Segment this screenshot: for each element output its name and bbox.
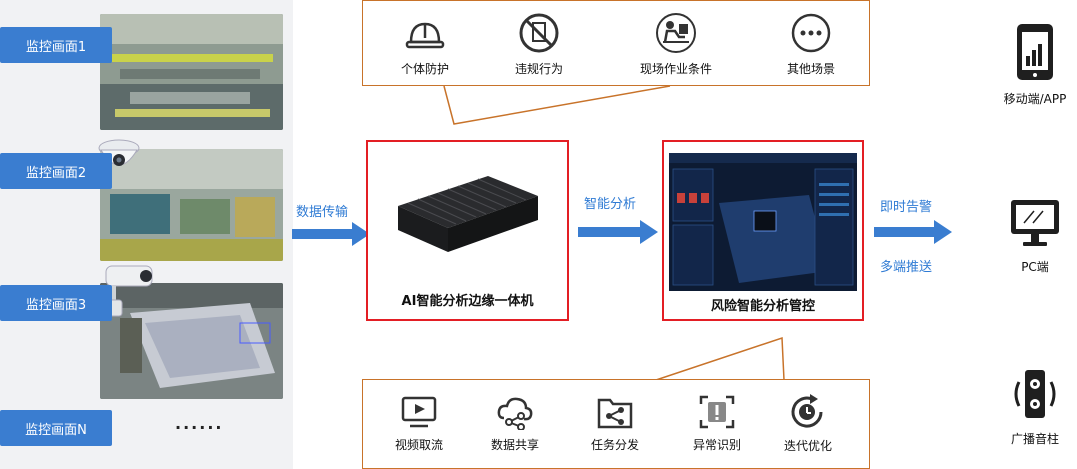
edge-device-box[interactable]: AI智能分析边缘一体机	[366, 140, 569, 321]
function-item-data-share[interactable]: 数据共享	[474, 394, 556, 453]
video-stream-icon	[401, 396, 437, 428]
speaker-icon	[1014, 370, 1056, 418]
data-transfer-arrow	[292, 222, 372, 246]
function-label-iterate: 迭代优化	[783, 439, 832, 453]
edge-device-title: AI智能分析边缘一体机	[401, 294, 534, 309]
factory-scene-image-1	[100, 14, 283, 130]
camera-feed-2[interactable]	[100, 149, 283, 261]
scenario-label-site-conditions: 现场作业条件	[639, 62, 712, 76]
cloud-share-icon	[497, 397, 533, 430]
monitor-icon	[1011, 200, 1059, 246]
device-mobile[interactable]: 移动端/APP	[985, 22, 1077, 107]
function-box	[362, 379, 870, 469]
scenario-label-ppe: 个体防护	[400, 62, 449, 76]
scenario-item-ppe[interactable]: 个体防护	[384, 14, 466, 77]
function-item-task-dispatch[interactable]: 任务分发	[574, 394, 656, 453]
function-item-iterate[interactable]: 迭代优化	[767, 393, 849, 454]
camera-label-3[interactable]: 监控画面3	[0, 285, 112, 321]
more-icon	[791, 13, 831, 53]
factory-scene-image-3	[100, 283, 283, 399]
hard-hat-icon	[405, 22, 445, 49]
risk-analysis-box[interactable]: 风险智能分析管控	[662, 140, 864, 321]
task-share-icon	[597, 398, 633, 429]
scenario-callout-pointer	[443, 85, 671, 125]
function-label-data-share: 数据共享	[490, 438, 539, 452]
dashboard-screenshot-image	[669, 153, 857, 291]
function-item-video-stream[interactable]: 视频取流	[378, 394, 460, 453]
scenario-item-other[interactable]: 其他场景	[770, 12, 852, 77]
scenario-item-site-conditions[interactable]: 现场作业条件	[626, 12, 726, 77]
camera-label-2[interactable]: 监控画面2	[0, 153, 112, 189]
scenario-label-violation: 违规行为	[514, 62, 563, 76]
mobile-icon	[1017, 24, 1053, 80]
multi-push-label: 多端推送	[880, 260, 933, 275]
function-label-anomaly-detect: 异常识别	[692, 438, 741, 452]
device-pc[interactable]: PC端	[985, 196, 1077, 275]
function-callout-pointer	[655, 336, 785, 381]
function-item-anomaly-detect[interactable]: 异常识别	[676, 394, 758, 453]
camera-feed-1[interactable]	[100, 14, 283, 130]
alert-push-arrow	[874, 220, 954, 244]
function-label-video-stream: 视频取流	[394, 438, 443, 452]
device-speaker[interactable]: 广播音柱	[985, 366, 1077, 447]
device-mobile-label: 移动端/APP	[1003, 92, 1067, 106]
edge-device-image	[398, 176, 538, 252]
factory-scene-image-2	[100, 149, 283, 261]
no-violation-icon	[519, 13, 559, 53]
iterate-clock-icon	[791, 394, 823, 428]
scenario-item-violation[interactable]: 违规行为	[498, 12, 580, 77]
risk-analysis-title: 风险智能分析管控	[710, 299, 815, 314]
worker-desk-icon	[656, 13, 696, 53]
device-speaker-label: 广播音柱	[1010, 432, 1059, 446]
instant-alert-label: 即时告警	[880, 200, 933, 215]
device-pc-label: PC端	[1021, 260, 1049, 274]
function-label-task-dispatch: 任务分发	[590, 438, 639, 452]
scenario-box	[362, 0, 870, 86]
smart-analysis-arrow	[578, 220, 660, 244]
camera-label-1[interactable]: 监控画面1	[0, 27, 112, 63]
data-transfer-label: 数据传输	[296, 205, 349, 220]
scenario-label-other: 其他场景	[786, 62, 835, 76]
more-cameras-ellipsis: ......	[175, 414, 224, 433]
alert-scan-icon	[699, 395, 735, 429]
smart-analysis-label: 智能分析	[584, 197, 637, 212]
camera-label-n[interactable]: 监控画面N	[0, 410, 112, 446]
camera-feed-3[interactable]	[100, 283, 283, 399]
